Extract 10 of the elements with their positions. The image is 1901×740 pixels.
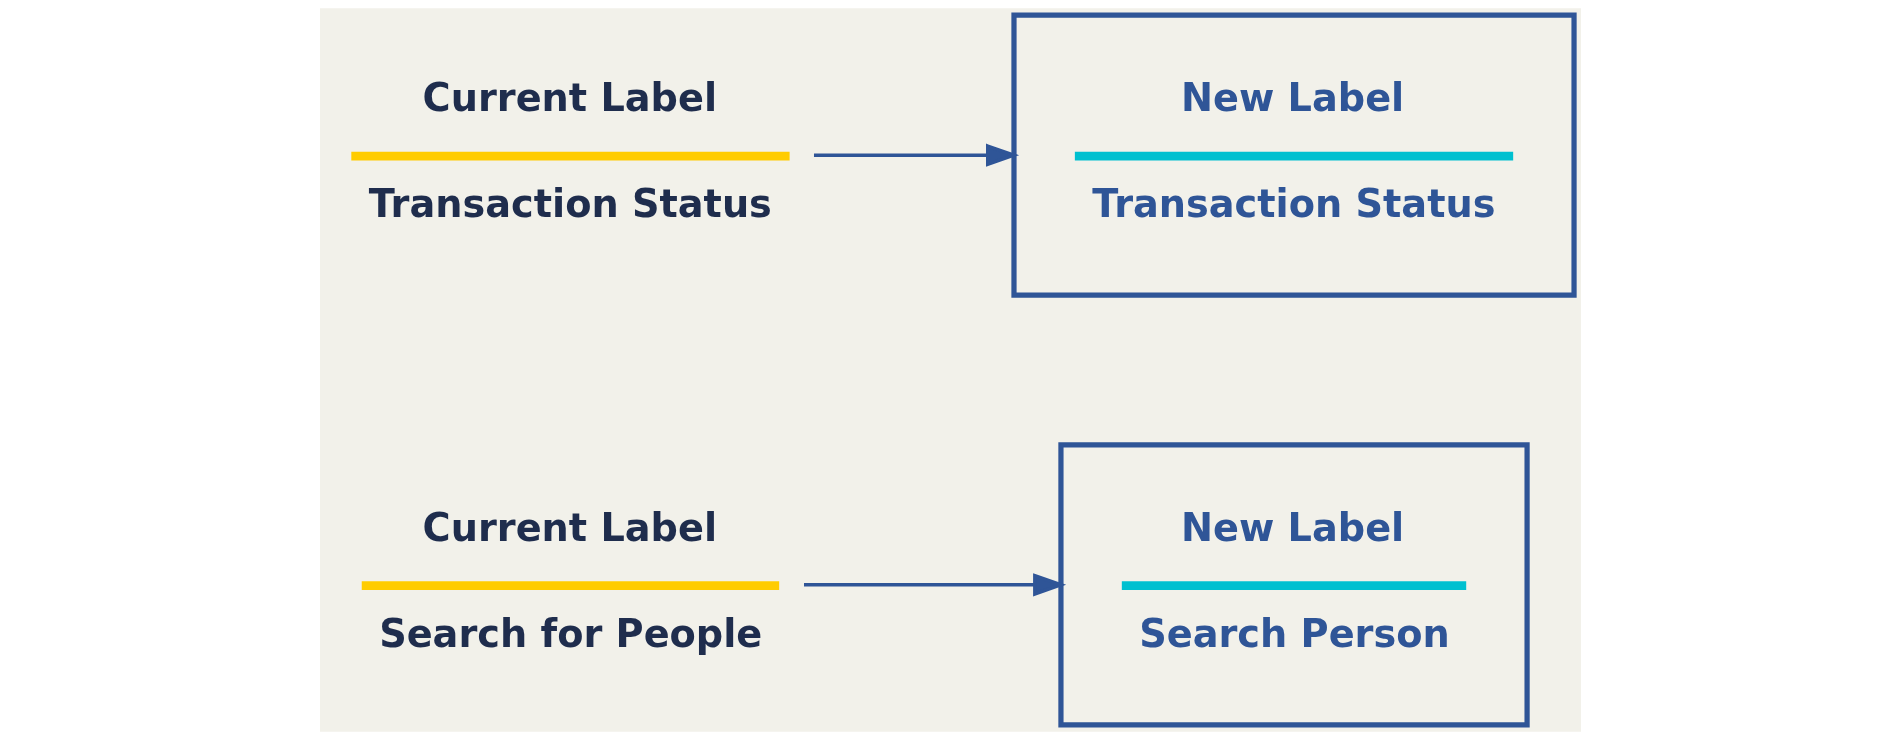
node-box: New Label Search Person	[1058, 442, 1530, 728]
node-label: Current Label	[422, 75, 718, 121]
node-box: New Label Transaction Status	[1011, 12, 1577, 298]
node-label: Transaction Status	[368, 181, 772, 227]
node-label: Search for People	[379, 610, 763, 656]
arrow	[804, 573, 1067, 597]
arrow	[814, 143, 1020, 167]
node-box	[351, 151, 790, 161]
node-box	[361, 581, 780, 590]
node-label: Current Label	[422, 504, 718, 550]
